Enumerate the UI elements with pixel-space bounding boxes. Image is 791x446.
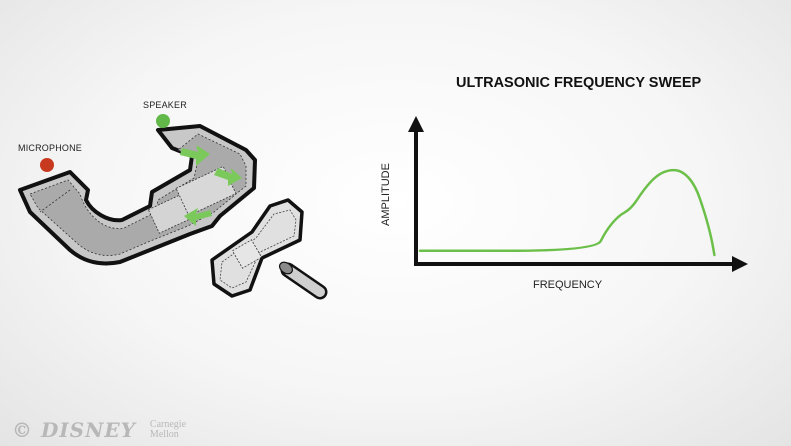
amplitude-curve [418, 168, 716, 257]
device-plug [278, 261, 328, 300]
disney-logo: © DISNEY [12, 418, 136, 442]
y-axis-label: AMPLITUDE [380, 163, 392, 226]
microphone-label: MICROPHONE [18, 143, 83, 153]
speaker-label: SPEAKER [143, 100, 187, 110]
device-cap [210, 198, 304, 298]
device-body-inner [29, 133, 247, 256]
y-axis [408, 116, 424, 266]
x-axis [414, 256, 748, 272]
x-axis-arrowhead [732, 256, 748, 272]
cmu-line-1: Carnegie [149, 419, 187, 430]
speaker-dot [156, 114, 170, 128]
cmu-line-2: Mellon [149, 429, 179, 440]
cmu-logo: Carnegie Mellon [150, 420, 186, 440]
device-diagram [18, 114, 328, 300]
sound-arrow [214, 168, 242, 186]
chart-title: ULTRASONIC FREQUENCY SWEEP [456, 75, 702, 91]
x-axis-label: FREQUENCY [533, 279, 603, 291]
footer-logos: © DISNEY Carnegie Mellon [12, 418, 186, 442]
microphone-dot [40, 158, 54, 172]
sound-arrow [184, 208, 212, 226]
sound-arrow [180, 145, 210, 166]
y-axis-arrowhead [408, 116, 424, 132]
